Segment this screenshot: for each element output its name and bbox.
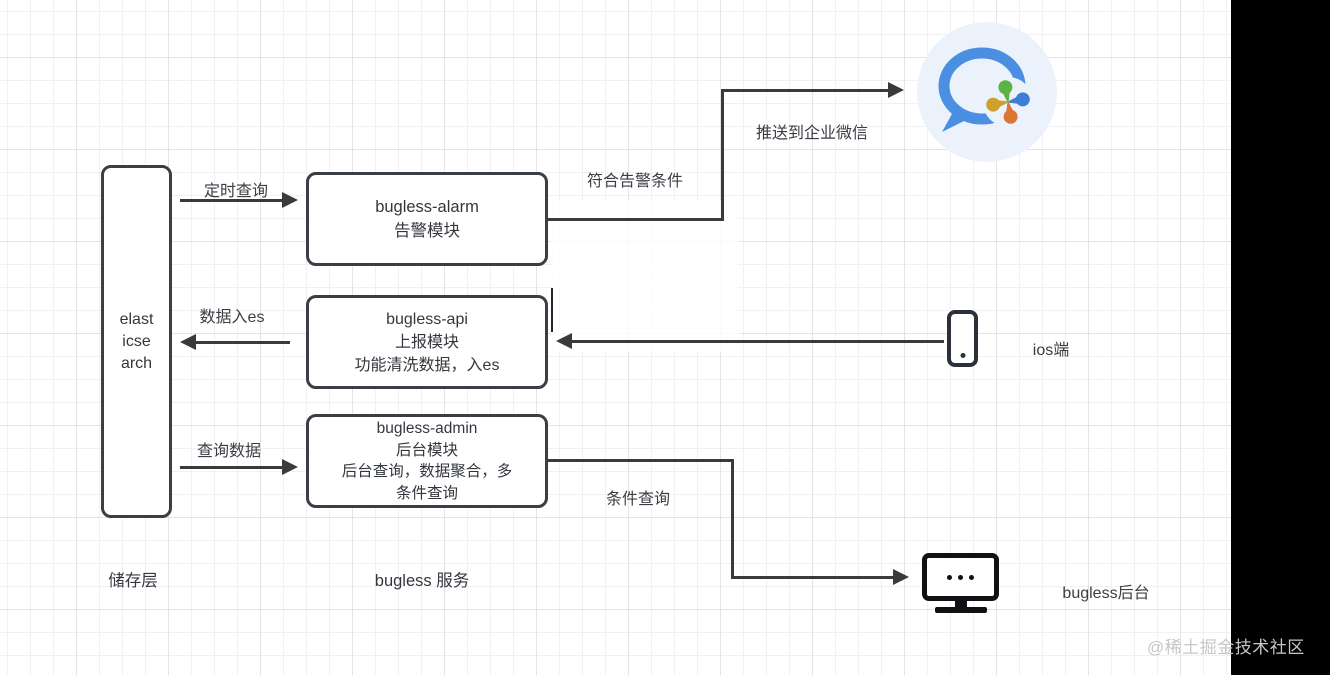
node-line: 后台模块 (395, 441, 458, 459)
node-bugless-admin: bugless-admin 后台模块 后台查询，数据聚合，多 条件查询 (306, 414, 548, 508)
monitor-dot (958, 574, 963, 580)
node-line: bugless-api (386, 310, 468, 328)
caption-storage-layer: 储存层 (108, 572, 158, 590)
arrow-right-head-icon (282, 459, 298, 475)
edge-admin-ui-seg2 (731, 459, 734, 579)
monitor-dot (969, 574, 974, 580)
smartphone-icon (947, 310, 978, 367)
edge-alarm-wecom-seg2 (721, 89, 724, 221)
edge-alarm-wecom-seg1 (548, 218, 724, 221)
endpoint-label-admin-ui: bugless后台 (1062, 585, 1150, 602)
edge-label-match-alarm: 符合告警条件 (586, 173, 684, 190)
node-line: elast (119, 310, 154, 328)
edge-admin-ui-seg3 (731, 576, 895, 579)
phone-home-dot (960, 353, 965, 358)
edge-label-query-data: 查询数据 (196, 443, 262, 460)
node-line: 后台查询，数据聚合，多 (341, 463, 513, 480)
node-elasticsearch: elast icse arch (101, 165, 172, 518)
caption-bugless-services: bugless 服务 (374, 572, 470, 590)
node-line: 上报模块 (394, 333, 459, 351)
arrow-left-head-icon (180, 334, 196, 350)
edge-label-timed-query: 定时查询 (203, 183, 269, 200)
arrow-right-head-icon (282, 192, 298, 208)
node-line: 告警模块 (394, 222, 460, 240)
stray-line-artifact (551, 288, 553, 332)
right-black-strip (1231, 0, 1330, 675)
node-line: 功能清洗数据，入es (354, 356, 500, 374)
node-bugless-alarm: bugless-alarm 告警模块 (306, 172, 548, 266)
monitor-dot (947, 574, 952, 580)
edge-ios-api-line (570, 340, 944, 343)
edge-label-data-into-es: 数据入es (199, 309, 265, 326)
monitor-stand-neck (955, 600, 967, 608)
monitor-stand-base (935, 607, 987, 613)
edge-timed-query-line (180, 199, 284, 202)
node-bugless-api: bugless-api 上报模块 功能清洗数据，入es (306, 295, 548, 389)
node-line: 条件查询 (395, 484, 458, 502)
node-line: arch (120, 354, 153, 372)
edge-alarm-wecom-seg3 (721, 89, 889, 92)
endpoint-label-ios: ios端 (1032, 342, 1070, 359)
edge-label-push-wecom: 推送到企业微信 (755, 125, 869, 142)
node-line: icse (122, 332, 151, 350)
node-line: bugless-admin (376, 420, 478, 437)
edge-admin-ui-seg1 (548, 459, 734, 462)
wecom-logo-art (938, 47, 1033, 132)
wecom-logo-icon (917, 22, 1057, 162)
watermark: @稀土掘金技术社区 (1147, 638, 1305, 657)
arrow-right-head-icon (893, 569, 909, 585)
arrow-left-head-icon (556, 333, 572, 349)
arrow-right-head-icon (888, 82, 904, 98)
edge-query-data-line (180, 466, 284, 469)
edge-data-into-es-line (194, 341, 290, 344)
edge-label-condition-query: 条件查询 (605, 491, 671, 508)
monitor-icon (922, 553, 999, 601)
eraser-patch (551, 200, 739, 352)
node-line: bugless-alarm (375, 198, 479, 216)
